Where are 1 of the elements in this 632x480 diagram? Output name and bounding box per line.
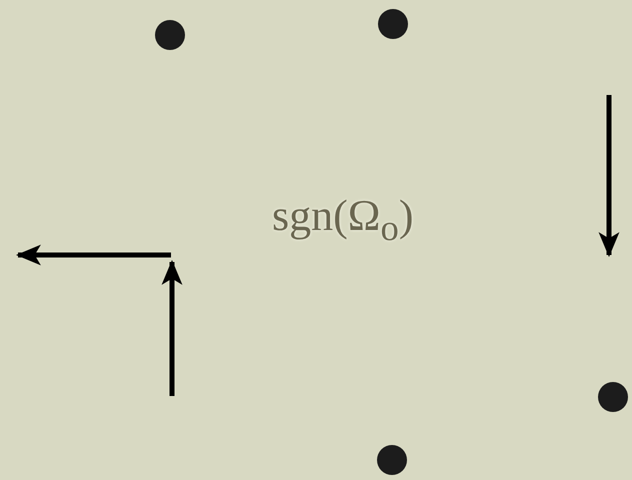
formula-label: sgn(Ω$_{o}$) — [272, 190, 414, 249]
